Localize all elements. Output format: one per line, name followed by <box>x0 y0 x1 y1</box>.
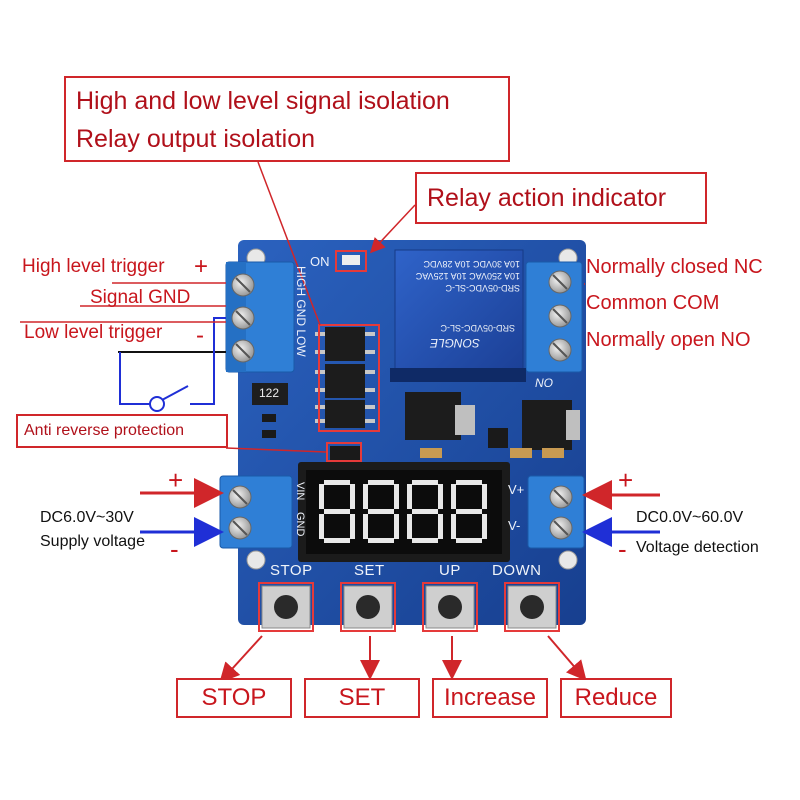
relay-model-text: SRD-05VDC-SL-C 10A 250VAC 10A 125VAC 10A… <box>398 258 520 294</box>
supply-voltage-label: Supply voltage <box>40 533 145 550</box>
up-button-label: UP <box>439 562 461 579</box>
relay-line-3: 10A 30VDC 10A 28VDC <box>423 259 520 269</box>
vminus-label: V- <box>508 518 521 533</box>
signal-gnd-label: Signal GND <box>90 287 191 308</box>
low-trigger-label: Low level trigger <box>24 322 163 343</box>
supply-minus-sign: - <box>170 534 179 564</box>
display-digits <box>314 478 494 546</box>
detect-range: DC0.0V~60.0V <box>636 509 744 526</box>
set-callout: SET <box>304 678 420 718</box>
right-terminal-block <box>525 261 583 373</box>
normally-open-label: Normally open NO <box>586 329 751 351</box>
push-buttons <box>261 585 557 629</box>
detect-terminal-block <box>527 475 585 549</box>
down-button-label: DOWN <box>492 562 542 579</box>
gnd-label: GND <box>294 512 306 537</box>
increase-callout: Increase <box>432 678 548 718</box>
on-label: ON <box>310 254 330 269</box>
normally-closed-label: Normally closed NC <box>586 256 763 278</box>
no-mark: NO <box>535 376 553 390</box>
isolation-line-2: Relay output isolation <box>76 125 316 153</box>
set-button-label: SET <box>354 562 385 579</box>
vplus-label: V+ <box>508 482 525 497</box>
high-trigger-label: High level trigger <box>22 256 165 277</box>
stop-button-label: STOP <box>270 562 313 579</box>
relay-brand: SONGLE <box>430 336 481 350</box>
left-terminal-block <box>225 261 295 373</box>
relay: SRD-05VDC-SL-C <box>390 249 526 382</box>
anti-reverse-callout: Anti reverse protection <box>16 414 228 448</box>
digit-segments <box>319 480 487 543</box>
detect-minus-sign: - <box>618 534 627 564</box>
reduce-callout: Reduce <box>560 678 672 718</box>
detect-plus-sign: + <box>618 465 634 495</box>
high-trigger-sign: + <box>194 253 209 280</box>
terminal-silkscreen: HIGH GND LOW <box>294 266 308 357</box>
supply-range: DC6.0V~30V <box>40 509 134 526</box>
isolation-callout: High and low level signal isolation Rela… <box>64 76 510 162</box>
common-label: Common COM <box>586 292 720 314</box>
power-terminal-block <box>219 475 293 549</box>
relay-line-1: SRD-05VDC-SL-C <box>445 283 520 293</box>
stop-callout: STOP <box>176 678 292 718</box>
low-trigger-sign: - <box>196 322 204 349</box>
voltage-detection-label: Voltage detection <box>636 539 759 556</box>
supply-plus-sign: + <box>168 465 184 495</box>
relay-indicator-callout: Relay action indicator <box>415 172 707 224</box>
isolation-line-1: High and low level signal isolation <box>76 87 450 115</box>
svg-text:SRD-05VDC-SL-C: SRD-05VDC-SL-C <box>440 323 515 333</box>
chip-marking: 122 <box>259 386 280 400</box>
optocouplers <box>315 327 375 428</box>
vin-label: VIN <box>294 482 306 501</box>
relay-line-2: 10A 250VAC 10A 125VAC <box>415 271 520 281</box>
